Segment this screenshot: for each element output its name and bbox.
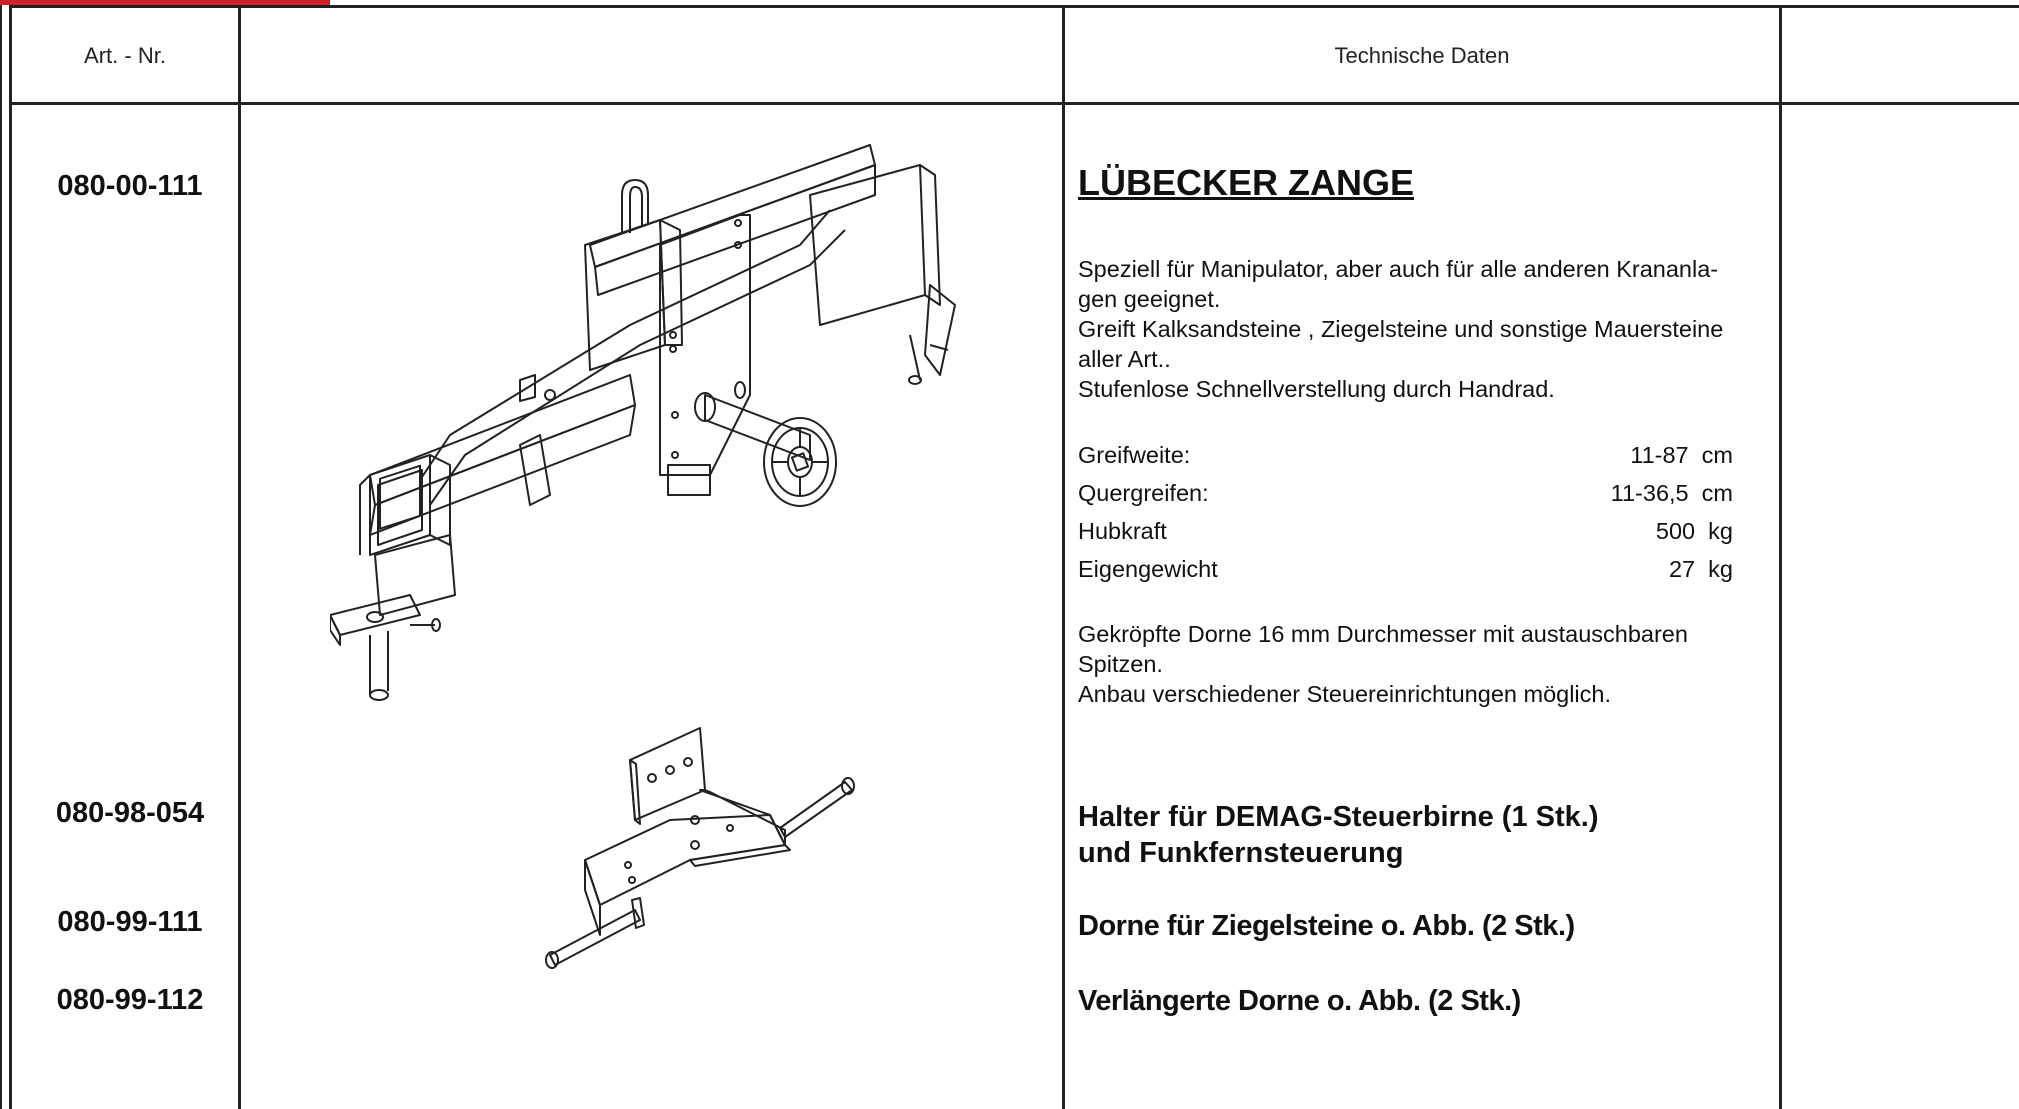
- column-divider: [1062, 5, 1065, 1109]
- description-line: Greift Kalksandsteine , Ziegelsteine und…: [1078, 316, 1724, 342]
- catalog-table: [9, 5, 2019, 1109]
- notes-line: Spitzen.: [1078, 651, 1163, 677]
- notes-line: Anbau verschiedener Steuereinrichtungen …: [1078, 681, 1611, 707]
- gripper-tongs-drawing: [330, 144, 956, 701]
- accessory-title: und Funkfernsteuerung: [1078, 837, 1404, 869]
- header-technical-data: Technische Daten: [1334, 43, 1510, 68]
- holder-bracket-drawing: [545, 727, 855, 969]
- article-number: 080-98-054: [55, 797, 205, 829]
- header-divider: [9, 102, 2019, 105]
- spec-table: Greifweite: 11-87 cm Quergreifen: 11-36,…: [1078, 442, 1733, 594]
- spec-value: 11-36,5 cm: [1610, 480, 1733, 506]
- spec-value: 27 kg: [1668, 556, 1733, 582]
- description-line: Speziell für Manipulator, aber auch für …: [1078, 256, 1719, 282]
- notes-line: Gekröpfte Dorne 16 mm Durchmesser mit au…: [1078, 621, 1688, 647]
- description-line: Stufenlose Schnellverstellung durch Hand…: [1078, 376, 1555, 402]
- accessory-title: Halter für DEMAG-Steuerbirne (1 Stk.): [1078, 801, 1599, 833]
- spec-value: 11-87 cm: [1630, 442, 1733, 468]
- accessory-title: Verlängerte Dorne o. Abb. (2 Stk.): [1078, 985, 1521, 1017]
- article-number: 080-99-111: [57, 906, 203, 938]
- column-divider: [238, 5, 241, 1109]
- spec-label: Eigengewicht: [1078, 556, 1218, 582]
- spec-row: Greifweite: 11-87 cm: [1078, 442, 1733, 480]
- description-line: aller Art..: [1078, 346, 1171, 372]
- article-number: 080-99-112: [56, 984, 204, 1016]
- accessory-title: Dorne für Ziegelsteine o. Abb. (2 Stk.): [1078, 910, 1575, 942]
- description-line: gen geeignet.: [1078, 286, 1221, 312]
- spec-label: Quergreifen:: [1078, 480, 1209, 506]
- header-art-nr: Art. - Nr.: [84, 43, 166, 68]
- product-notes: Gekröpfte Dorne 16 mm Durchmesser mit au…: [1078, 619, 1778, 709]
- spec-row: Eigengewicht 27 kg: [1078, 556, 1733, 594]
- spec-value: 500 kg: [1655, 518, 1733, 544]
- outer-border: [0, 5, 2, 1109]
- spec-label: Hubkraft: [1078, 518, 1167, 544]
- spec-label: Greifweite:: [1078, 442, 1191, 468]
- article-number: 080-00-111: [57, 170, 203, 202]
- product-description: Speziell für Manipulator, aber auch für …: [1078, 254, 1778, 404]
- spec-row: Quergreifen: 11-36,5 cm: [1078, 480, 1733, 518]
- product-title: LÜBECKER ZANGE: [1078, 162, 1415, 203]
- spec-row: Hubkraft 500 kg: [1078, 518, 1733, 556]
- column-divider: [1779, 5, 1782, 1109]
- brand-accent-bar: [0, 0, 330, 5]
